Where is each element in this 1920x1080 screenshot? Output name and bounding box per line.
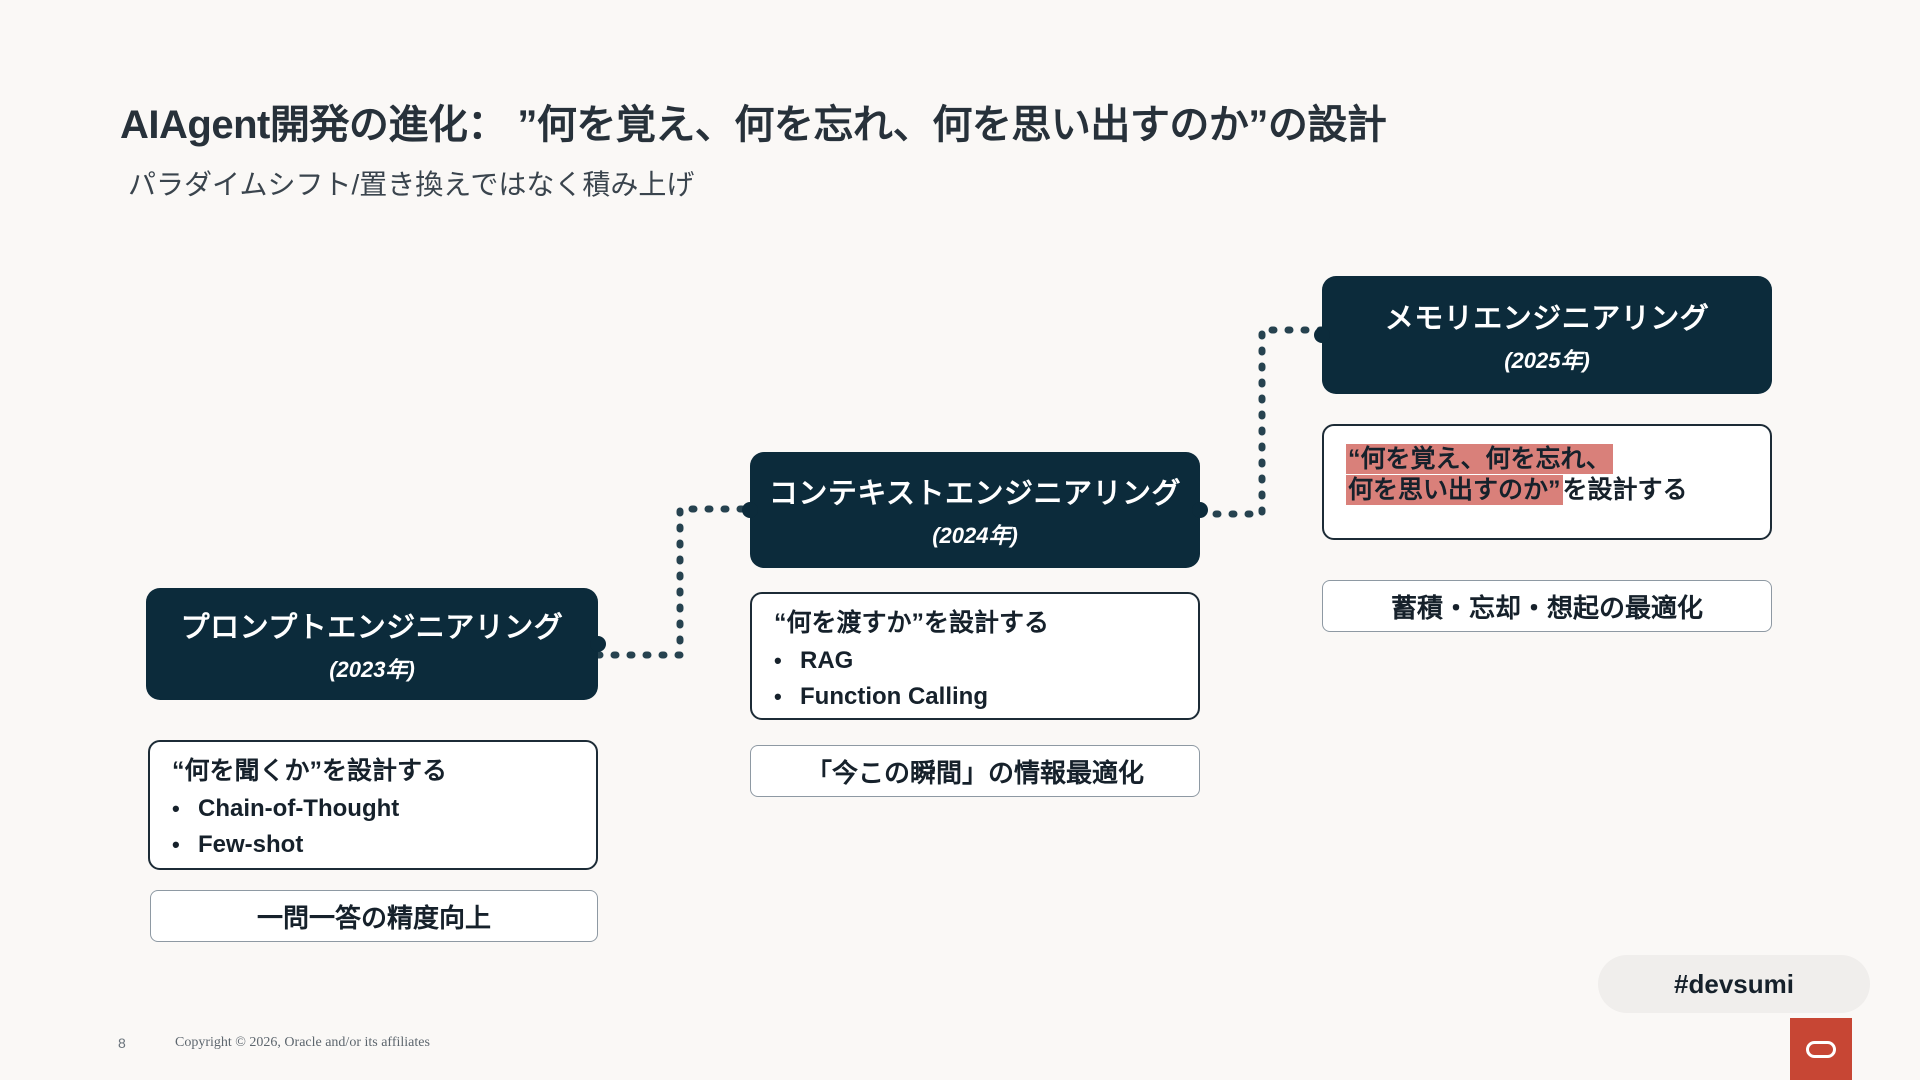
detail-card-memory-engineering: “何を覚え、何を忘れ、 何を思い出すのか”を設計する xyxy=(1322,424,1772,540)
outcome-card-context-engineering: 「今この瞬間」の情報最適化 xyxy=(750,745,1200,797)
detail-head-memory-engineering: “何を覚え、何を忘れ、 何を思い出すのか”を設計する xyxy=(1346,444,1748,507)
bullet-item: • Few-shot xyxy=(172,831,574,859)
oracle-logo xyxy=(1790,1018,1852,1080)
bullet-marker-icon: • xyxy=(774,684,782,710)
stage-year-memory-engineering: (2025年) xyxy=(1504,348,1590,373)
bullet-marker-icon: • xyxy=(172,832,180,858)
bullet-marker-icon: • xyxy=(774,648,782,674)
plain-text-line2: を設計する xyxy=(1562,476,1688,505)
stage-name-context-engineering: コンテキストエンジニアリング xyxy=(768,478,1182,510)
detail-head-context-engineering: “何を渡すか”を設計する xyxy=(774,609,1050,637)
stage-header-context-engineering[interactable]: コンテキストエンジニアリング (2024年) xyxy=(742,452,1208,568)
stage-year-context-engineering: (2024年) xyxy=(932,523,1018,548)
oracle-ring-icon xyxy=(1806,1040,1836,1058)
bullet-text: RAG xyxy=(800,647,854,675)
connector-context-to-memory xyxy=(1196,326,1328,518)
stage-name-prompt-engineering: プロンプトエンジニアリング xyxy=(180,612,564,644)
outcome-text: 蓄積・忘却・想起の最適化 xyxy=(1390,592,1703,623)
page-number: 8 xyxy=(118,1035,126,1051)
highlighted-text-line2: 何を思い出すのか” xyxy=(1346,475,1563,506)
copyright-text: Copyright © 2026, Oracle and/or its affi… xyxy=(175,1035,430,1050)
outcome-text: 「今この瞬間」の情報最適化 xyxy=(805,757,1144,788)
page-subtitle: パラダイムシフト/置き換えではなく積み上げ xyxy=(128,169,695,200)
connector-nub-icon xyxy=(590,636,606,652)
bullet-text: Few-shot xyxy=(198,831,304,859)
stage-header-prompt-engineering[interactable]: プロンプトエンジニアリング (2023年) xyxy=(146,588,606,700)
connector-nub-icon xyxy=(1192,502,1208,518)
connector-nub-icon xyxy=(742,502,758,518)
bullet-text: Function Calling xyxy=(800,683,988,711)
bullet-text: Chain-of-Thought xyxy=(198,795,400,823)
stage-year-prompt-engineering: (2023年) xyxy=(329,657,415,682)
bullet-item: • Function Calling xyxy=(774,683,1176,711)
detail-card-prompt-engineering: “何を聞くか”を設計する • Chain-of-Thought • Few-sh… xyxy=(148,740,598,870)
stage-name-memory-engineering: メモリエンジニアリング xyxy=(1384,303,1710,335)
detail-head-prompt-engineering: “何を聞くか”を設計する xyxy=(172,757,448,785)
hashtag-text: #devsumi xyxy=(1674,968,1794,999)
connector-prompt-to-context xyxy=(594,505,756,659)
outcome-text: 一問一答の精度向上 xyxy=(256,902,491,933)
bullet-item: • RAG xyxy=(774,647,1176,675)
bullet-marker-icon: • xyxy=(172,796,180,822)
stage-header-memory-engineering[interactable]: メモリエンジニアリング (2025年) xyxy=(1314,276,1772,394)
detail-card-context-engineering: “何を渡すか”を設計する • RAG • Function Calling xyxy=(750,592,1200,720)
highlighted-text-line1: “何を覚え、何を忘れ、 xyxy=(1346,444,1613,474)
connector-nub-icon xyxy=(1314,327,1330,343)
outcome-card-prompt-engineering: 一問一答の精度向上 xyxy=(150,890,598,942)
bullet-item: • Chain-of-Thought xyxy=(172,795,574,823)
page-title: AIAgent開発の進化： ”何を覚え、何を忘れ、何を思い出すのか”の設計 xyxy=(120,103,1387,147)
outcome-card-memory-engineering: 蓄積・忘却・想起の最適化 xyxy=(1322,580,1772,632)
hashtag-badge: #devsumi xyxy=(1598,955,1870,1013)
